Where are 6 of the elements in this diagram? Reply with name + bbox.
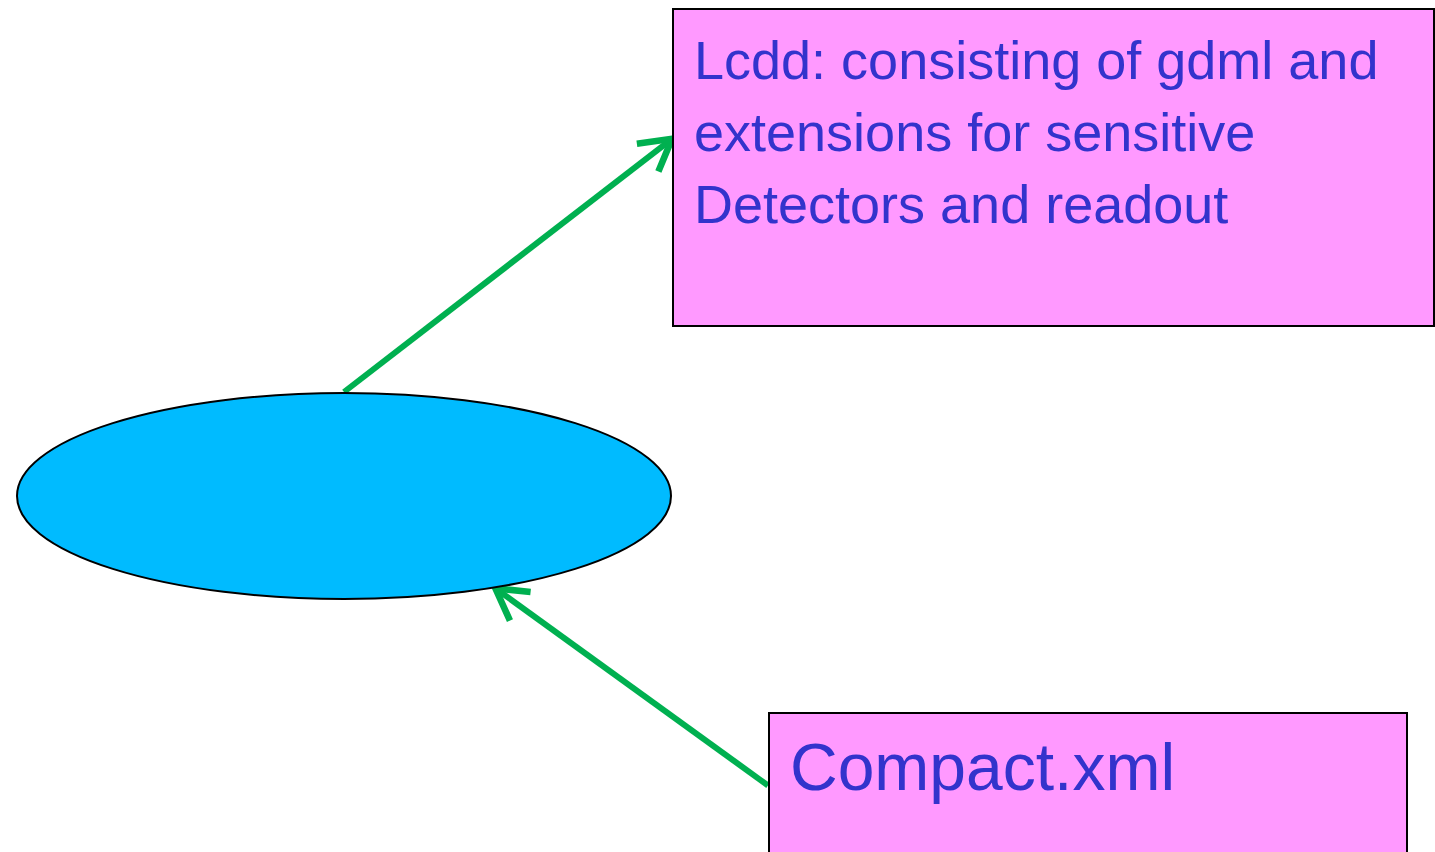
- process-ellipse: [16, 392, 672, 600]
- box-text: Compact.xml: [790, 729, 1177, 806]
- arrow: [492, 584, 770, 788]
- document-box: [768, 712, 1408, 852]
- box-text: Lcdd: consisting of gdml and extensions for sensitive Detectors and readout: [694, 29, 1380, 236]
- document-box: [672, 8, 1435, 327]
